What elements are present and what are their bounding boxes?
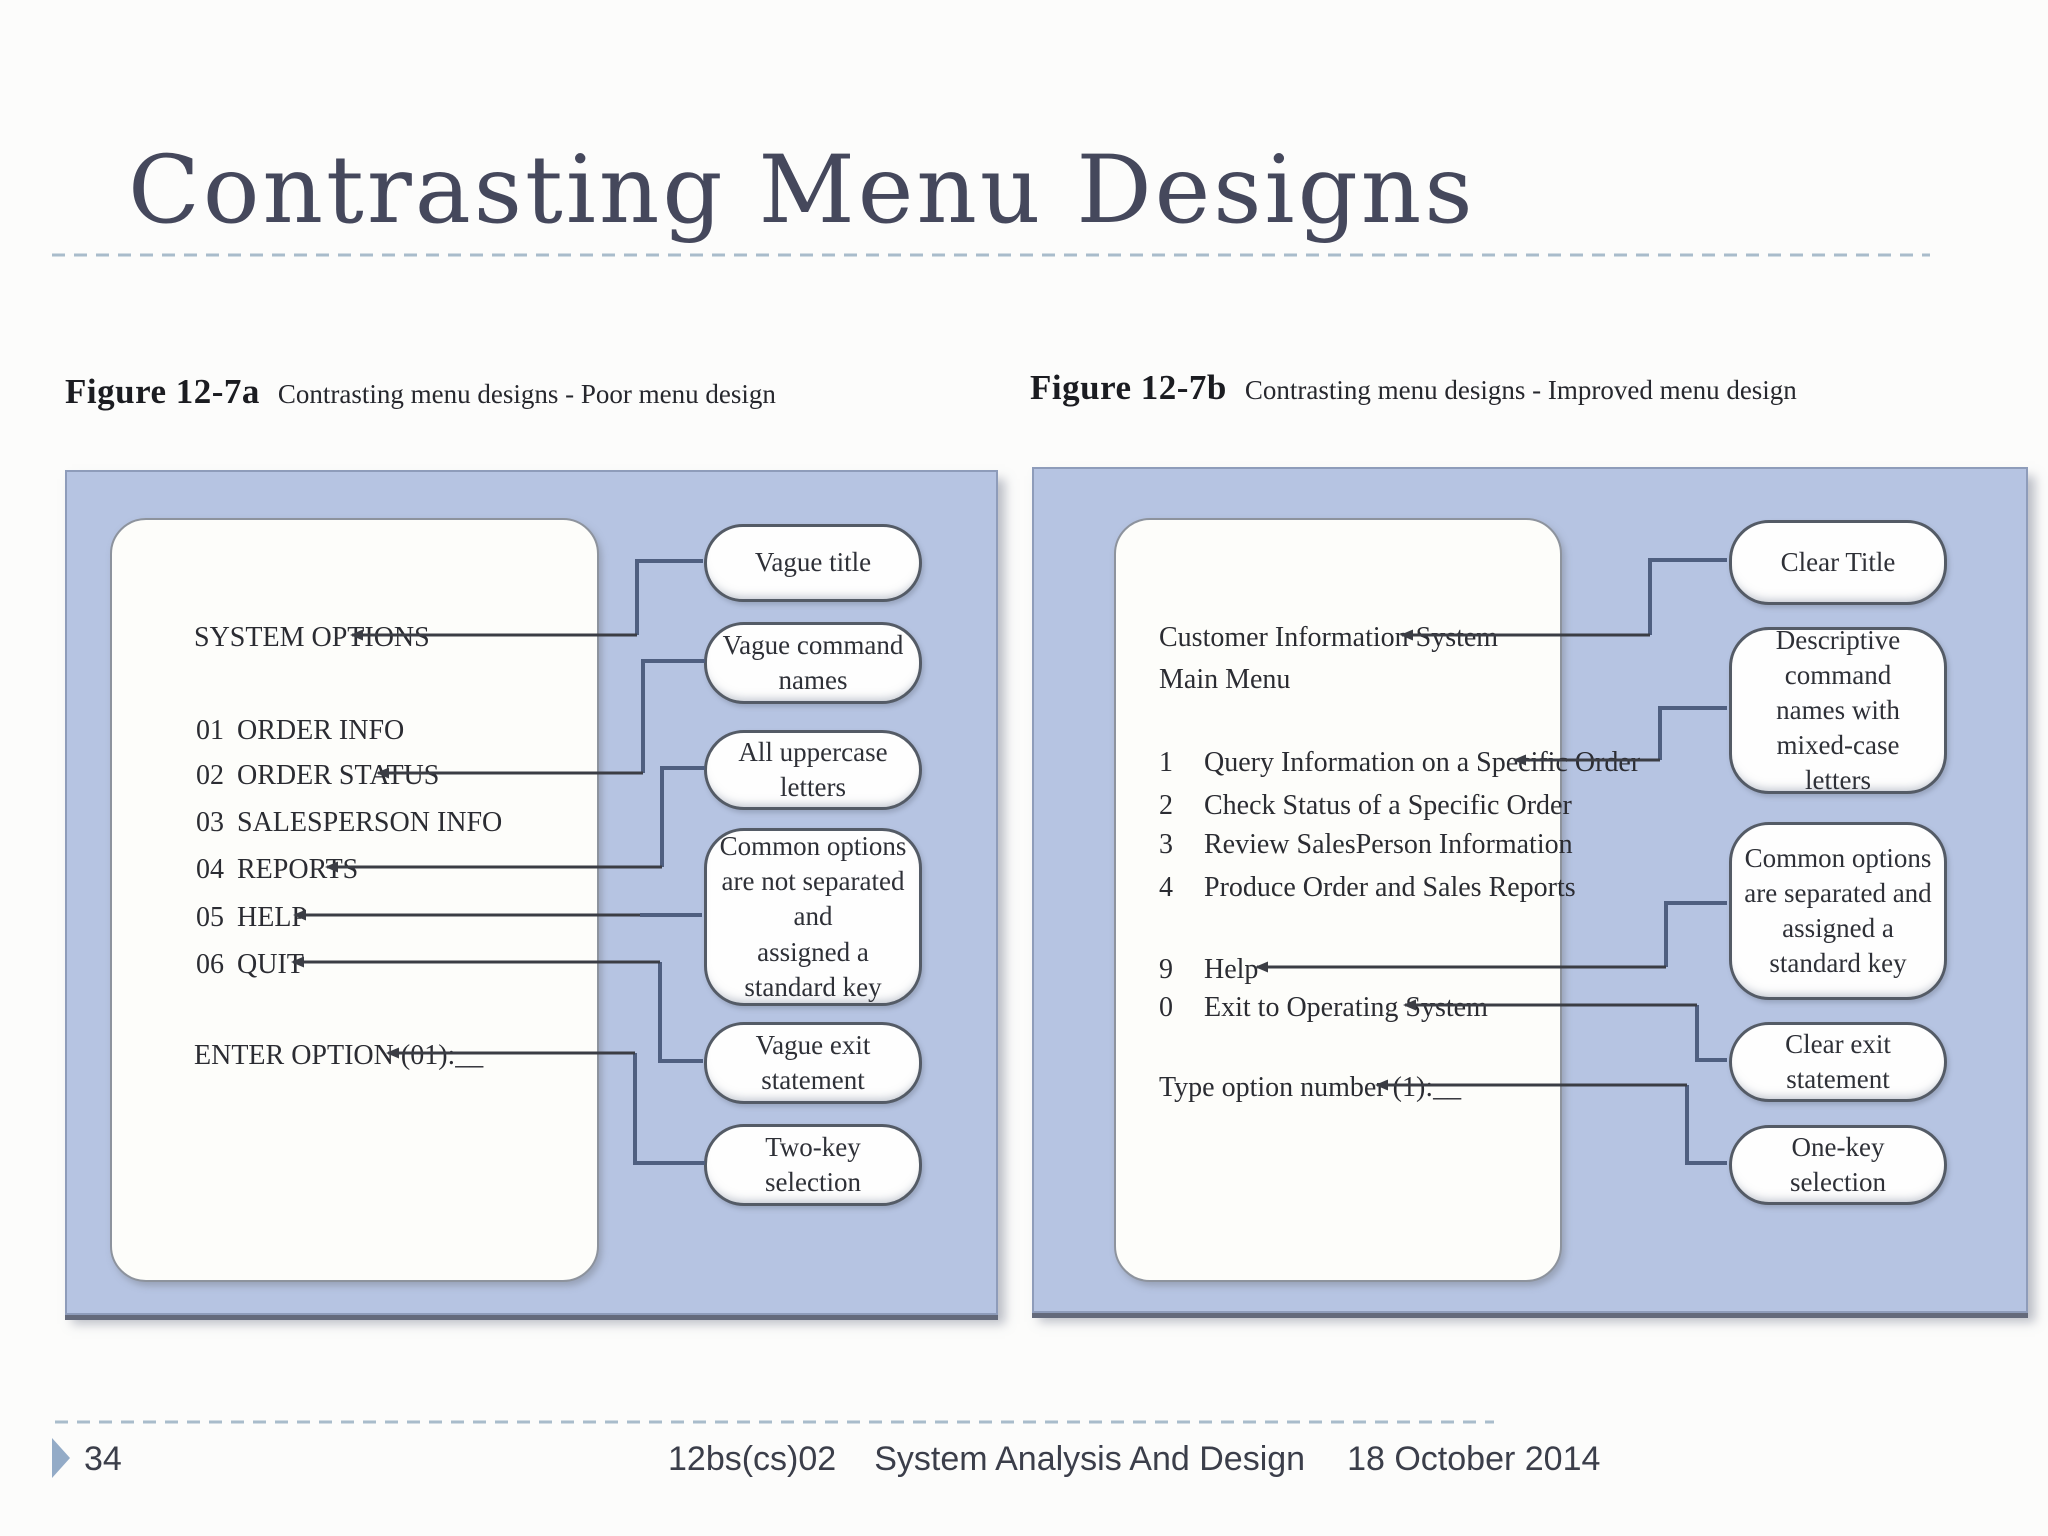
menu-item-label: Exit to Operating System — [1204, 992, 1488, 1023]
menu-item-row: 1 Query Information on a Specific Order — [1116, 747, 1640, 783]
menu-item-row: 2 Check Status of a Specific Order — [1116, 790, 1572, 826]
menu-item-number: 01 — [196, 715, 224, 746]
menu-item-label: ORDER STATUS — [237, 760, 440, 791]
menu-title-line1: Customer Information System — [1159, 622, 1499, 653]
figure-a-caption: Figure 12-7a Contrasting menu designs - … — [65, 372, 776, 412]
footer-page-number: 34 — [84, 1440, 122, 1478]
footer-info: 12bs(cs)02 System Analysis And Design 18 O… — [668, 1440, 1600, 1479]
figure-a-label: Figure 12-7a — [65, 372, 260, 411]
menu-item-row: 9 Help — [1116, 954, 1560, 990]
menu-item-row: 01 ORDER INFO — [112, 715, 597, 751]
callout-descriptive-command-names: Descriptive command names with mixed-cas… — [1729, 625, 1947, 795]
figure-a-caption-text: Contrasting menu designs - Poor menu des… — [277, 379, 776, 409]
menu-item-row: 03 SALESPERSON INFO — [112, 807, 597, 843]
menu-item-label: Review SalesPerson Information — [1204, 829, 1573, 860]
menu-item-row: 3 Review SalesPerson Information — [1116, 829, 1573, 865]
menu-item-row: 02 ORDER STATUS — [112, 760, 597, 796]
figure-b-caption: Figure 12-7b Contrasting menu designs - … — [1030, 368, 1797, 408]
callout-vague-exit: Vague exit statement — [704, 1022, 922, 1104]
poor-menu-screen: SYSTEM OPTIONS 01 ORDER INFO 02 ORDER STAT… — [110, 518, 599, 1282]
menu-item-number: 9 — [1159, 954, 1173, 985]
menu-item-number: 06 — [196, 949, 224, 980]
menu-item-label: ORDER INFO — [237, 715, 405, 746]
callout-common-options-not-separated: Common options are not separated and ass… — [704, 828, 922, 1006]
callout-two-key-selection: Two-key selection — [704, 1124, 922, 1206]
footer-course: 12bs(cs)02 — [668, 1440, 837, 1478]
callout-clear-title: Clear Title — [1729, 520, 1947, 605]
menu-item-number: 2 — [1159, 790, 1173, 821]
menu-item-row: 05 HELP — [112, 902, 597, 938]
callout-vague-command-names: Vague command names — [704, 622, 922, 704]
menu-item-number: 05 — [196, 902, 224, 933]
menu-item-label: Query Information on a Specific Order — [1204, 747, 1641, 778]
menu-item-number: 1 — [1159, 747, 1173, 778]
menu-item-row: 04 REPORTS — [112, 854, 597, 890]
menu-prompt: ENTER OPTION (01):__ — [194, 1040, 484, 1071]
page-title: Contrasting Menu Designs — [128, 136, 1476, 245]
menu-item-number: 0 — [1159, 992, 1173, 1023]
menu-item-row: 4 Produce Order and Sales Reports — [1116, 872, 1576, 908]
menu-item-number: 02 — [196, 760, 224, 791]
footer-date: 18 October 2014 — [1347, 1440, 1601, 1478]
menu-item-label: QUIT — [237, 949, 304, 980]
figure-b-label: Figure 12-7b — [1030, 368, 1227, 407]
figure-b-caption-text: Contrasting menu designs - Improved menu… — [1244, 375, 1797, 405]
menu-item-number: 03 — [196, 807, 224, 838]
footer-bullet-icon — [52, 1438, 70, 1478]
menu-prompt: Type option number (1):__ — [1159, 1072, 1462, 1103]
menu-item-label: Help — [1204, 954, 1259, 985]
menu-item-label: Produce Order and Sales Reports — [1204, 872, 1576, 903]
figure-a-panel: SYSTEM OPTIONS 01 ORDER INFO 02 ORDER STAT… — [65, 470, 998, 1315]
callout-clear-exit: Clear exit statement — [1729, 1022, 1947, 1102]
menu-item-label: HELP — [237, 902, 307, 933]
callout-common-options-separated: Common options are separated and assigne… — [1729, 822, 1947, 1000]
menu-item-label: REPORTS — [237, 854, 359, 885]
menu-item-row: 06 QUIT — [112, 949, 597, 985]
menu-title-line2: Main Menu — [1159, 664, 1291, 695]
menu-item-row: 0 Exit to Operating System — [1116, 992, 1560, 1028]
menu-item-number: 04 — [196, 854, 224, 885]
callout-vague-title: Vague title — [704, 524, 922, 602]
menu-item-number: 3 — [1159, 829, 1173, 860]
menu-item-label: Check Status of a Specific Order — [1204, 790, 1572, 821]
menu-item-label: SALESPERSON INFO — [237, 807, 503, 838]
menu-item-number: 4 — [1159, 872, 1173, 903]
callout-one-key-selection: One-key selection — [1729, 1125, 1947, 1205]
footer-subject: System Analysis And Design — [874, 1440, 1306, 1478]
callout-all-uppercase: All uppercase letters — [704, 730, 922, 810]
menu-title: SYSTEM OPTIONS — [194, 622, 430, 653]
